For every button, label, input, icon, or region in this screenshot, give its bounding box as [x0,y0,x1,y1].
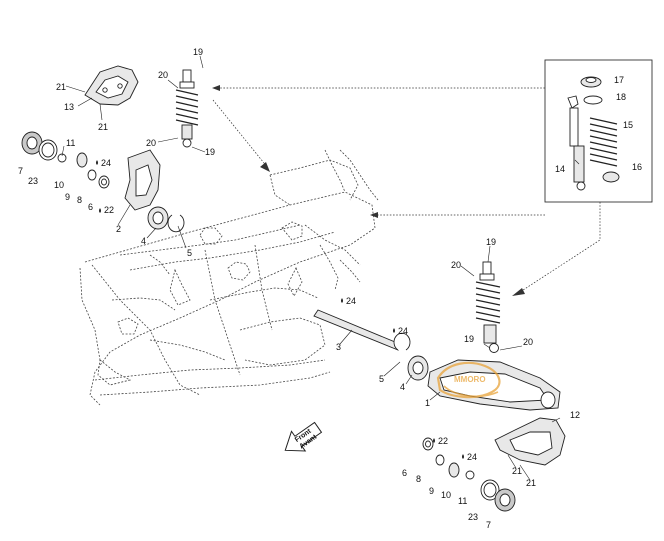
callout-24: 24 [467,452,477,462]
callout-7: 7 [486,520,491,530]
lubricant-drop-icons [96,160,464,459]
callout-3: 3 [336,342,341,352]
callout-19: 19 [205,147,215,157]
callout-21: 21 [56,82,66,92]
callout-11: 11 [458,496,467,506]
callout-9: 9 [65,192,70,202]
callout-4: 4 [141,236,146,246]
drop-icon [462,454,464,459]
callout-labels: 21 13 21 20 19 20 19 11 24 7 23 10 9 8 6… [18,47,642,530]
callout-17: 17 [614,75,624,85]
drop-icon [99,208,101,213]
rear-shock-left [175,69,199,148]
callout-22: 22 [438,436,448,446]
callout-24: 24 [346,296,356,306]
callout-20: 20 [523,337,533,347]
axle-shaft [313,309,399,351]
callout-6: 6 [88,202,93,212]
callout-6: 6 [402,468,407,478]
callout-5: 5 [379,374,384,384]
pointer-arrows [212,85,601,296]
callout-24: 24 [101,158,111,168]
callout-19: 19 [193,47,203,57]
callout-5: 5 [187,248,192,258]
shock-detail-inset [544,59,653,203]
callout-23: 23 [468,512,478,522]
callout-15: 15 [623,120,633,130]
callout-9: 9 [429,486,434,496]
drop-icon [393,328,395,333]
vehicle-frame [79,149,379,406]
callout-22: 22 [104,205,114,215]
callout-10: 10 [441,490,451,500]
callout-4: 4 [400,382,405,392]
drop-icon [433,438,435,443]
callout-18: 18 [616,92,626,102]
callout-24: 24 [398,326,408,336]
callout-2: 2 [116,224,121,234]
callout-19: 19 [464,334,474,344]
callout-8: 8 [416,474,421,484]
callout-1: 1 [425,398,430,408]
callout-8: 8 [77,195,82,205]
callout-21: 21 [526,478,536,488]
callout-20: 20 [451,260,461,270]
callout-23: 23 [28,176,38,186]
callout-10: 10 [54,180,64,190]
callout-14: 14 [555,164,565,174]
rear-shock-right [475,261,501,353]
front-direction-arrow: Front Avant [284,421,323,452]
callout-20: 20 [146,138,156,148]
callout-16: 16 [632,162,642,172]
leader-lines [61,55,580,481]
watermark-text: MMORO [454,375,486,384]
callout-19: 19 [486,237,496,247]
callout-21: 21 [98,122,108,132]
callout-11: 11 [66,138,75,148]
drop-icon [96,160,98,165]
callout-13: 13 [64,102,74,112]
callout-20: 20 [158,70,168,80]
callout-7: 7 [18,166,23,176]
upper-left-assembly [21,65,199,233]
callout-12: 12 [570,410,580,420]
watermark-logo: MMORO [436,361,501,399]
drop-icon [341,298,343,303]
callout-21: 21 [512,466,522,476]
